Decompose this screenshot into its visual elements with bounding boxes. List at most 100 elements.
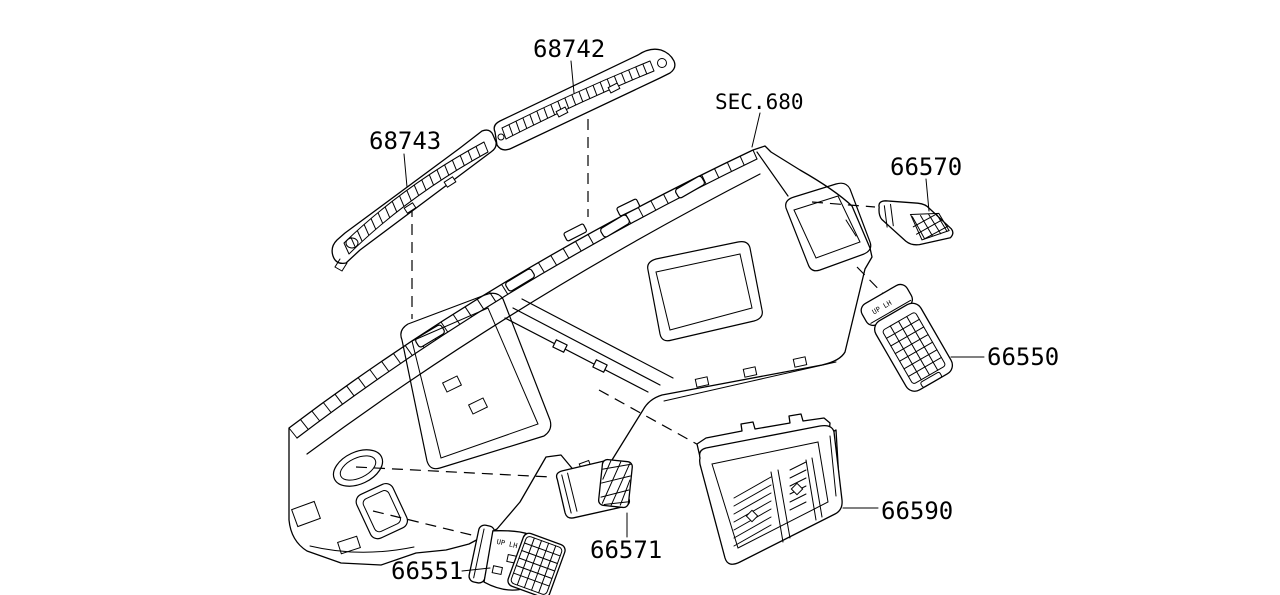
hatch-line	[452, 314, 461, 325]
center-opening-inner	[655, 253, 753, 331]
part-66571-demister-vent[interactable]	[555, 455, 639, 519]
hatch-line	[334, 393, 343, 405]
part-68743-defroster-grille[interactable]	[331, 129, 497, 272]
lower-rail	[663, 361, 837, 402]
hatch-line	[399, 195, 405, 207]
part-66590-bezel-inner	[711, 441, 829, 549]
hatch-line	[587, 234, 594, 245]
hatch-line	[635, 66, 641, 78]
part-66550-tab	[920, 371, 942, 388]
part-66590-fin-line	[829, 435, 837, 497]
leader-sec680	[751, 112, 761, 148]
part-66570-outline	[878, 200, 954, 246]
part-66590-center-ventilator[interactable]	[696, 413, 843, 565]
cluster-slots	[441, 375, 489, 415]
callout-68742[interactable]: 68742	[533, 35, 605, 63]
hatch-line	[369, 369, 378, 380]
hatch-line	[585, 88, 591, 99]
hatch-line	[701, 174, 707, 185]
surface-slots	[563, 198, 641, 242]
hatch-line	[467, 150, 473, 162]
hatch-line	[650, 200, 657, 211]
instrument-panel-body[interactable]	[288, 145, 873, 566]
hatch-line	[529, 114, 535, 126]
hatch-line	[637, 207, 644, 218]
hatch-line	[311, 410, 321, 422]
hatch-line	[578, 91, 584, 102]
hatch-line	[550, 255, 558, 266]
part-66551-grid	[513, 537, 561, 594]
hatch-line	[726, 162, 732, 172]
hatch-line	[752, 149, 758, 160]
hatch-line	[300, 419, 309, 430]
hatch-line	[642, 63, 648, 75]
hatch-line	[476, 298, 485, 310]
hatch-line	[343, 242, 350, 255]
hatch-line	[592, 85, 598, 96]
hatch-line	[346, 385, 355, 397]
part-66570-demister-vent[interactable]	[875, 199, 955, 248]
hatch-line	[421, 179, 427, 191]
hatch-line	[444, 164, 450, 176]
hatch-line	[370, 218, 377, 230]
hatch-line	[356, 230, 363, 242]
callout-66590[interactable]: 66590	[881, 497, 953, 525]
hatch-line	[564, 97, 570, 109]
callout-66570[interactable]: 66570	[890, 153, 962, 181]
part-68742-hole	[657, 58, 667, 68]
part-68742-defroster-grille[interactable]	[493, 48, 676, 151]
hatch-line	[508, 124, 514, 136]
hatch-line	[550, 104, 556, 116]
hatch-line	[501, 284, 509, 295]
hatch-line	[363, 224, 370, 236]
right-end-inner	[793, 195, 861, 259]
hatch-line	[522, 117, 528, 129]
part-68743-hole	[345, 237, 359, 249]
right-corner-edge	[756, 151, 789, 197]
part-66551-side-ventilator[interactable]: UP LH	[468, 522, 568, 595]
leader-66570	[925, 178, 930, 212]
hatch-line	[483, 141, 489, 153]
hatch-line	[377, 212, 384, 224]
cluster-hood-outline	[400, 292, 552, 470]
part-68742-rungs	[501, 60, 655, 140]
part-68743-outline	[331, 129, 497, 264]
callout-66550[interactable]: 66550	[987, 343, 1059, 371]
hatch-line	[451, 159, 457, 171]
part-66571-crosshatch	[600, 460, 633, 506]
hatch-line	[288, 427, 298, 439]
part-66551-face-inner	[510, 536, 563, 595]
part-66571-flange	[561, 472, 578, 514]
hatch-line	[739, 155, 745, 166]
hatch-line	[663, 193, 669, 204]
center-opening-outline	[647, 241, 763, 342]
right-end-opening	[785, 182, 872, 272]
hatch-line	[537, 262, 545, 273]
callout-sec680[interactable]: SEC.680	[715, 90, 804, 114]
hatch-line	[428, 174, 435, 186]
part-68743-clips	[403, 176, 457, 214]
part-66590-knobs	[745, 482, 804, 523]
center-rails	[504, 298, 674, 393]
callout-68743[interactable]: 68743	[369, 127, 441, 155]
part-66550-side-ventilator[interactable]: UP LH	[858, 281, 956, 396]
part-66590-mullions	[770, 457, 823, 543]
hatch-line	[404, 345, 413, 356]
part-66570-face	[909, 212, 950, 241]
part-66550-grid	[885, 315, 942, 381]
hatch-line	[515, 120, 521, 133]
hatch-line	[350, 236, 356, 248]
callout-66551[interactable]: 66551	[391, 557, 463, 585]
connector-66570	[811, 201, 876, 208]
hatch-line	[649, 60, 655, 72]
left-end-openings	[291, 449, 409, 555]
hatch-line	[575, 241, 582, 252]
hatch-line	[413, 184, 420, 196]
hatch-line	[459, 155, 465, 166]
callout-66571[interactable]: 66571	[590, 536, 662, 564]
leader-68742	[570, 60, 575, 94]
hatch-line	[475, 146, 481, 157]
hatch-line	[322, 402, 332, 413]
